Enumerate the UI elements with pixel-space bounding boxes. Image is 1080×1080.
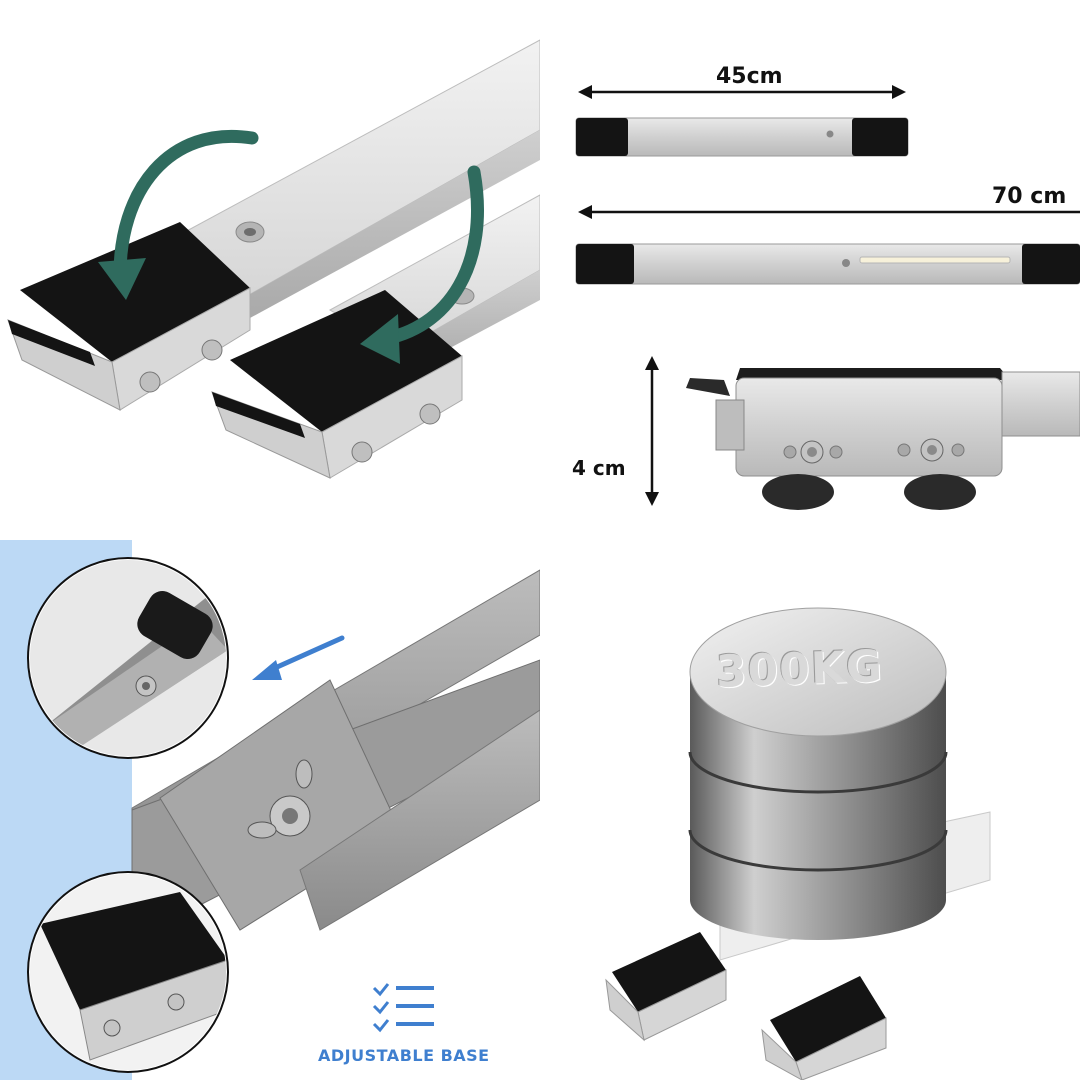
inset-wing-nut-closeup xyxy=(27,557,229,759)
rail-long xyxy=(575,243,1080,285)
foot-side-view xyxy=(686,368,1080,510)
height-arrow-icon xyxy=(645,356,659,506)
slide-arrow-icon xyxy=(252,635,345,680)
foot-pad-left xyxy=(605,932,727,1042)
adjustable-base-panel: ADJUSTABLE BASE xyxy=(0,540,540,1080)
width-long-arrow-icon xyxy=(578,205,1080,219)
load-capacity-illustration xyxy=(605,607,991,1080)
rail-short xyxy=(575,117,909,157)
inset-foot-pad-closeup xyxy=(27,871,229,1073)
load-capacity-panel: 300KG xyxy=(540,540,1080,1080)
checklist-icon xyxy=(372,983,434,1033)
width-short-arrow-icon xyxy=(578,85,906,99)
dimensions-illustration xyxy=(575,85,1080,510)
dimensions-panel: 45cm 70 cm 4 cm xyxy=(540,0,1080,540)
weight-label: 300KG xyxy=(715,641,884,698)
insert-arrow-right-icon xyxy=(360,165,484,364)
foot-pad-rear xyxy=(7,222,251,411)
adjustable-base-illustration xyxy=(0,540,540,1080)
width-long-label: 70 cm xyxy=(992,184,1067,209)
adjustable-base-label: ADJUSTABLE BASE xyxy=(318,1046,490,1065)
weight-cylinder xyxy=(688,607,948,940)
foot-pad-right xyxy=(761,976,887,1080)
rails-closeup-illustration xyxy=(7,39,540,479)
insert-arrow-left-icon xyxy=(98,130,259,300)
wing-nut-icon xyxy=(247,759,313,839)
width-short-label: 45cm xyxy=(716,64,783,89)
foot-pad-front xyxy=(211,290,463,479)
height-label: 4 cm xyxy=(572,456,626,480)
rails-closeup-panel xyxy=(0,0,540,540)
